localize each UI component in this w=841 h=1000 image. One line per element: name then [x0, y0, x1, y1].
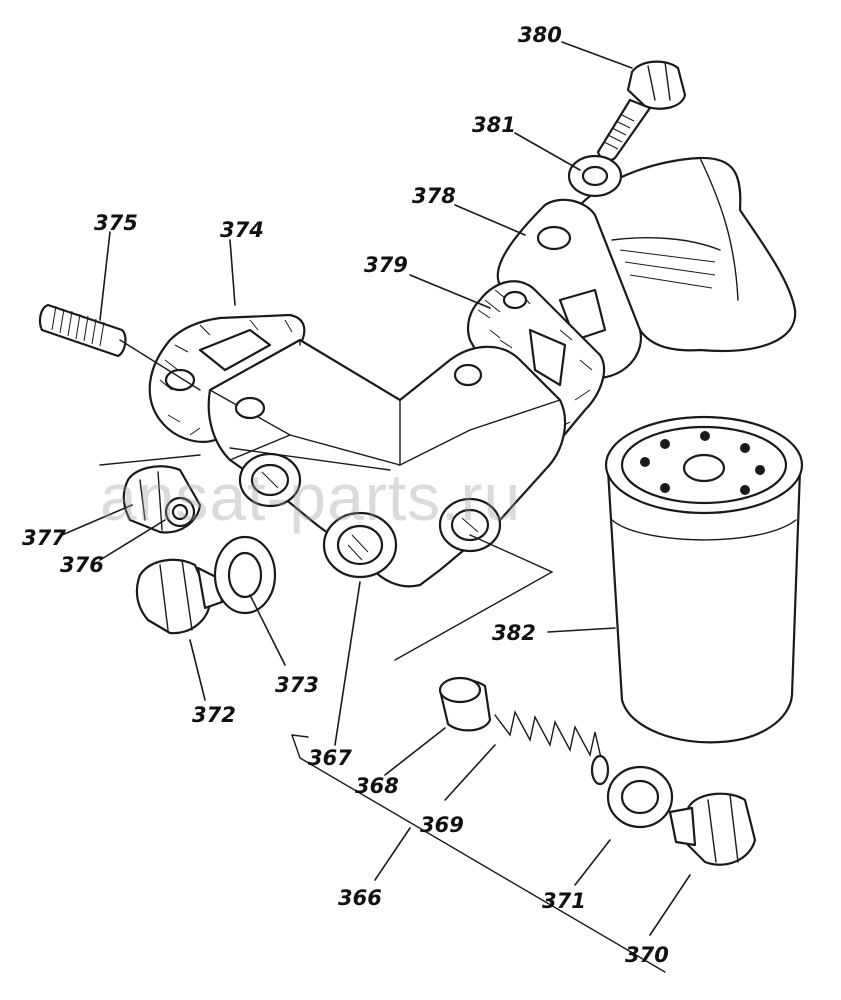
plug-370: [668, 792, 757, 866]
gasket-379: [466, 280, 605, 447]
label-376: 376: [60, 553, 104, 577]
bolt-380: [596, 60, 687, 162]
plug-372: [135, 558, 224, 635]
label-367: 367: [308, 746, 352, 770]
label-379: 379: [364, 253, 408, 277]
label-381: 381: [472, 113, 516, 137]
washer-371: [606, 765, 674, 829]
label-373: 373: [275, 673, 319, 697]
filter-housing-367: [207, 338, 567, 588]
label-370: 370: [625, 943, 669, 967]
washer-373: [213, 535, 277, 615]
fitting-376-377: [122, 465, 202, 534]
label-382: 382: [492, 621, 536, 645]
stud-375: [38, 303, 201, 391]
label-369: 369: [420, 813, 464, 837]
label-380: 380: [518, 23, 562, 47]
label-371: 371: [542, 889, 586, 913]
label-368: 368: [355, 774, 399, 798]
label-375: 375: [94, 211, 138, 235]
valve-368: [438, 676, 492, 732]
filter-element-382: [604, 415, 804, 744]
label-374: 374: [220, 218, 264, 242]
gasket-374: [148, 313, 306, 443]
label-372: 372: [192, 703, 236, 727]
label-366: 366: [338, 886, 382, 910]
label-377: 377: [22, 526, 66, 550]
leader-lines: [61, 41, 691, 973]
washer-381: [567, 154, 623, 198]
watermark: ansat-parts.ru: [100, 460, 521, 534]
label-378: 378: [412, 184, 456, 208]
mounting-bracket: [578, 156, 797, 352]
spring-369: [494, 709, 610, 786]
